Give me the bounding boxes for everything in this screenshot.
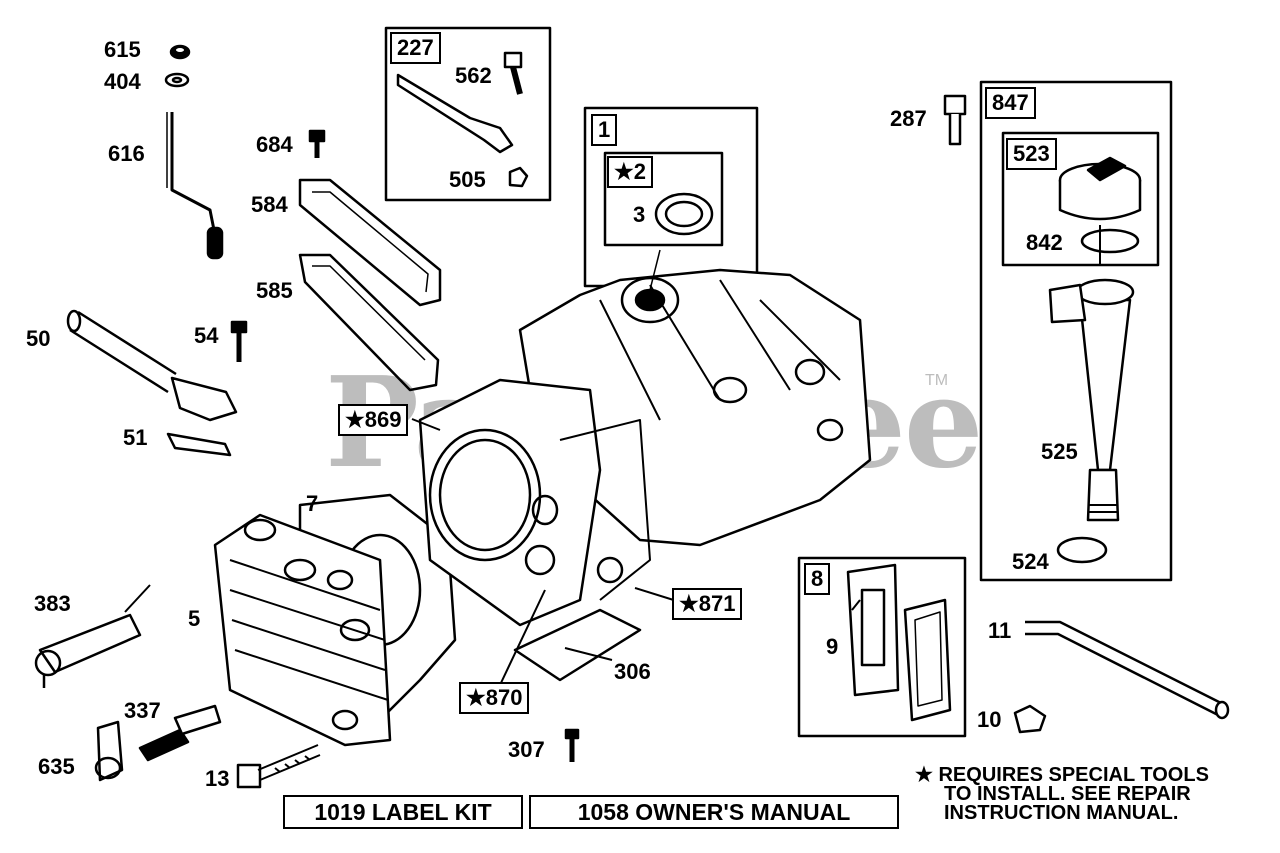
- part-684-screw: [308, 129, 326, 158]
- part-505-nut: [508, 166, 529, 188]
- boxed-callout-523: 523: [1006, 138, 1057, 170]
- part-287-bolt: [943, 94, 967, 146]
- callout-337: 337: [124, 698, 161, 723]
- note-line-2: TO INSTALL. SEE REPAIR: [944, 783, 1191, 805]
- part-51-gasket: [166, 432, 232, 457]
- part-562-screw: [503, 51, 523, 95]
- part-3-seal: [654, 192, 714, 236]
- callout-51: 51: [123, 425, 148, 450]
- part-1-crankcase: [518, 249, 872, 547]
- callout-50: 50: [26, 326, 51, 351]
- boxed-callout-869: ★869: [338, 404, 409, 436]
- part-11-rod: [1025, 620, 1226, 717]
- part-585-gasket: [298, 253, 440, 392]
- part-337-spark-plug: [138, 704, 222, 762]
- frame-2: [603, 151, 724, 247]
- part-5-cylinder-head: [213, 513, 392, 747]
- owners-manual-box: 1058 OWNER'S MANUAL: [529, 795, 899, 829]
- callout-615: 615: [104, 37, 141, 62]
- leader-lines: [411, 418, 861, 686]
- part-523-cap: [1058, 156, 1142, 265]
- part-404-washer: [164, 72, 190, 88]
- callout-684: 684: [256, 132, 293, 157]
- frame-847: [979, 80, 1173, 582]
- part-227-bracket: [396, 73, 514, 154]
- frame-227: [384, 26, 552, 202]
- callout-9: 9: [826, 634, 839, 659]
- part-54-screw: [230, 320, 248, 362]
- part-616-rod: [170, 112, 216, 231]
- callout-584: 584: [251, 192, 288, 217]
- part-9-gasket: [846, 563, 900, 697]
- callout-842: 842: [1026, 230, 1063, 255]
- part-307-screw: [564, 728, 580, 762]
- part-524-oring: [1056, 536, 1108, 564]
- callout-7: 7: [306, 491, 319, 516]
- boxed-callout-8: 8: [804, 563, 831, 595]
- boxed-callout-1: 1: [591, 114, 618, 146]
- callout-635: 635: [38, 754, 75, 779]
- callout-585: 585: [256, 278, 293, 303]
- callout-505: 505: [449, 167, 486, 192]
- part-13-bolt: [236, 744, 321, 789]
- callout-383: 383: [34, 591, 71, 616]
- part-525-tube: [1048, 278, 1135, 522]
- callout-5: 5: [188, 606, 201, 631]
- part-635-connector: [94, 720, 124, 782]
- callout-11: 11: [988, 618, 1012, 643]
- part-8-cover: [903, 598, 952, 722]
- callout-562: 562: [455, 63, 492, 88]
- part-842-oring: [1080, 228, 1140, 254]
- frame-8: [797, 556, 967, 738]
- callout-307: 307: [508, 737, 545, 762]
- callout-616: 616: [108, 141, 145, 166]
- part-10-screw: [1013, 704, 1047, 734]
- boxed-callout-871: ★871: [672, 588, 743, 620]
- special-tools-note: ★ REQUIRES SPECIAL TOOLS TO INSTALL. SEE…: [915, 764, 1275, 824]
- frame-523: [1001, 131, 1160, 267]
- callout-287: 287: [890, 106, 927, 131]
- part-cylinder-block: [418, 378, 651, 627]
- part-50-tube: [69, 310, 177, 394]
- boxed-callout-847: 847: [985, 87, 1036, 119]
- callout-13: 13: [205, 766, 230, 791]
- boxed-callout-2: ★2: [607, 156, 653, 188]
- note-line-3: INSTRUCTION MANUAL.: [944, 802, 1179, 824]
- part-615-nut: [169, 44, 191, 60]
- boxed-callout-227: 227: [390, 32, 441, 64]
- note-line-1: ★ REQUIRES SPECIAL TOOLS: [915, 764, 1209, 786]
- callout-10: 10: [977, 707, 1002, 732]
- callout-525: 525: [1041, 439, 1078, 464]
- boxed-callout-870: ★870: [459, 682, 530, 714]
- callout-54: 54: [194, 323, 219, 348]
- callout-306: 306: [614, 659, 651, 684]
- callout-404: 404: [104, 69, 141, 94]
- trademark-mark: TM: [925, 372, 949, 389]
- callout-3: 3: [633, 202, 646, 227]
- part-584-cover: [298, 178, 442, 307]
- part-306-gasket: [513, 608, 642, 682]
- label-kit-box: 1019 LABEL KIT: [283, 795, 523, 829]
- part-383-boot: [34, 584, 151, 688]
- callout-524: 524: [1012, 549, 1049, 574]
